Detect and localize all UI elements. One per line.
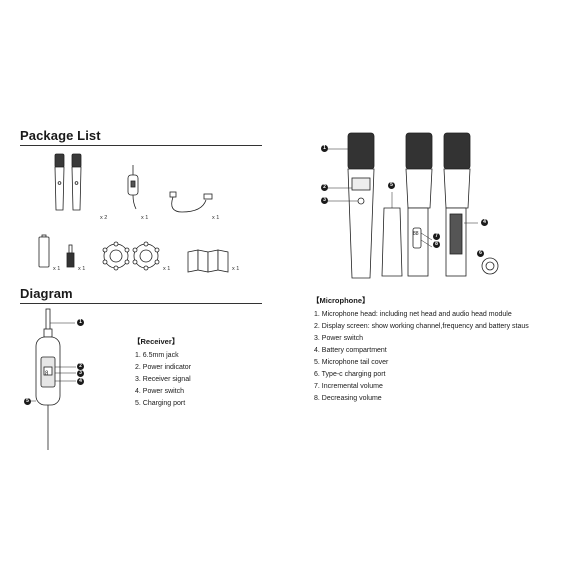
receiver-image: [127, 165, 139, 210]
count-cable: x 1: [212, 215, 220, 221]
receiver-parts-list: 1. 6.5mm jack 2. Power indicator 3. Rece…: [135, 350, 191, 410]
receiver-callout-4: 4: [77, 378, 84, 385]
mic-callout-3: 3: [321, 197, 328, 204]
microphone-part: 2. Display screen: show working channel,…: [314, 323, 529, 330]
microphone-part: 8. Decreasing volume: [314, 395, 382, 402]
microphone-part: 5. Microphone tail cover: [314, 359, 389, 366]
microphone-part: 4. Battery compartment: [314, 347, 387, 354]
charging-cable-image: [169, 191, 213, 213]
microphone-part: 6. Type-c charging port: [314, 371, 386, 378]
mic-callout-1: 1: [321, 145, 328, 152]
count-receiver: x 1: [141, 215, 149, 221]
handheld-microphones-image: [54, 153, 82, 211]
mic-callout-5: 5: [388, 182, 395, 189]
diagram-divider: [20, 303, 262, 304]
microphone-heading: 【Microphone】: [312, 296, 370, 305]
svg-text:8: 8: [45, 371, 49, 377]
receiver-callout-5: 5: [24, 398, 31, 405]
microphone-part: 1. Microphone head: including net head a…: [314, 311, 512, 318]
receiver-part: 1. 6.5mm jack: [135, 352, 179, 359]
diagram-title: Diagram: [20, 286, 73, 301]
receiver-part: 4. Power switch: [135, 388, 185, 395]
receiver-callout-3: 3: [77, 370, 84, 377]
count-adapter: x 1: [78, 266, 86, 272]
receiver-part: 3. Receiver signal: [135, 376, 191, 383]
receiver-diagram: 8: [30, 308, 76, 450]
mic-display-screen: 88: [413, 231, 419, 237]
mic-callout-7: 7: [433, 233, 440, 240]
mic-callout-2: 2: [321, 184, 328, 191]
receiver-part: 5. Charging port: [135, 400, 186, 407]
count-battery: x 1: [53, 266, 61, 272]
mic-callout-4: 4: [481, 219, 488, 226]
manual-image: [187, 249, 229, 273]
count-microphones: x 2: [100, 215, 108, 221]
microphone-diagram: [328, 132, 499, 279]
mic-callout-6: 6: [477, 250, 484, 257]
package-list-title: Package List: [20, 128, 101, 143]
microphone-parts-list: 1. Microphone head: including net head a…: [314, 309, 529, 405]
receiver-callout-2: 2: [77, 363, 84, 370]
count-manual: x 1: [232, 266, 240, 272]
battery-image: [38, 234, 50, 268]
receiver-callout-1: 1: [77, 319, 84, 326]
adapter-image: [66, 244, 75, 268]
anti-roll-rings-image: [102, 241, 160, 271]
count-rings: x 1: [163, 266, 171, 272]
receiver-part: 2. Power indicator: [135, 364, 192, 371]
mic-callout-8: 8: [433, 241, 440, 248]
package-list-divider: [20, 145, 262, 146]
microphone-part: 7. Incremental volume: [314, 383, 383, 390]
receiver-heading: 【Receiver】: [133, 337, 180, 346]
microphone-part: 3. Power switch: [314, 335, 364, 342]
